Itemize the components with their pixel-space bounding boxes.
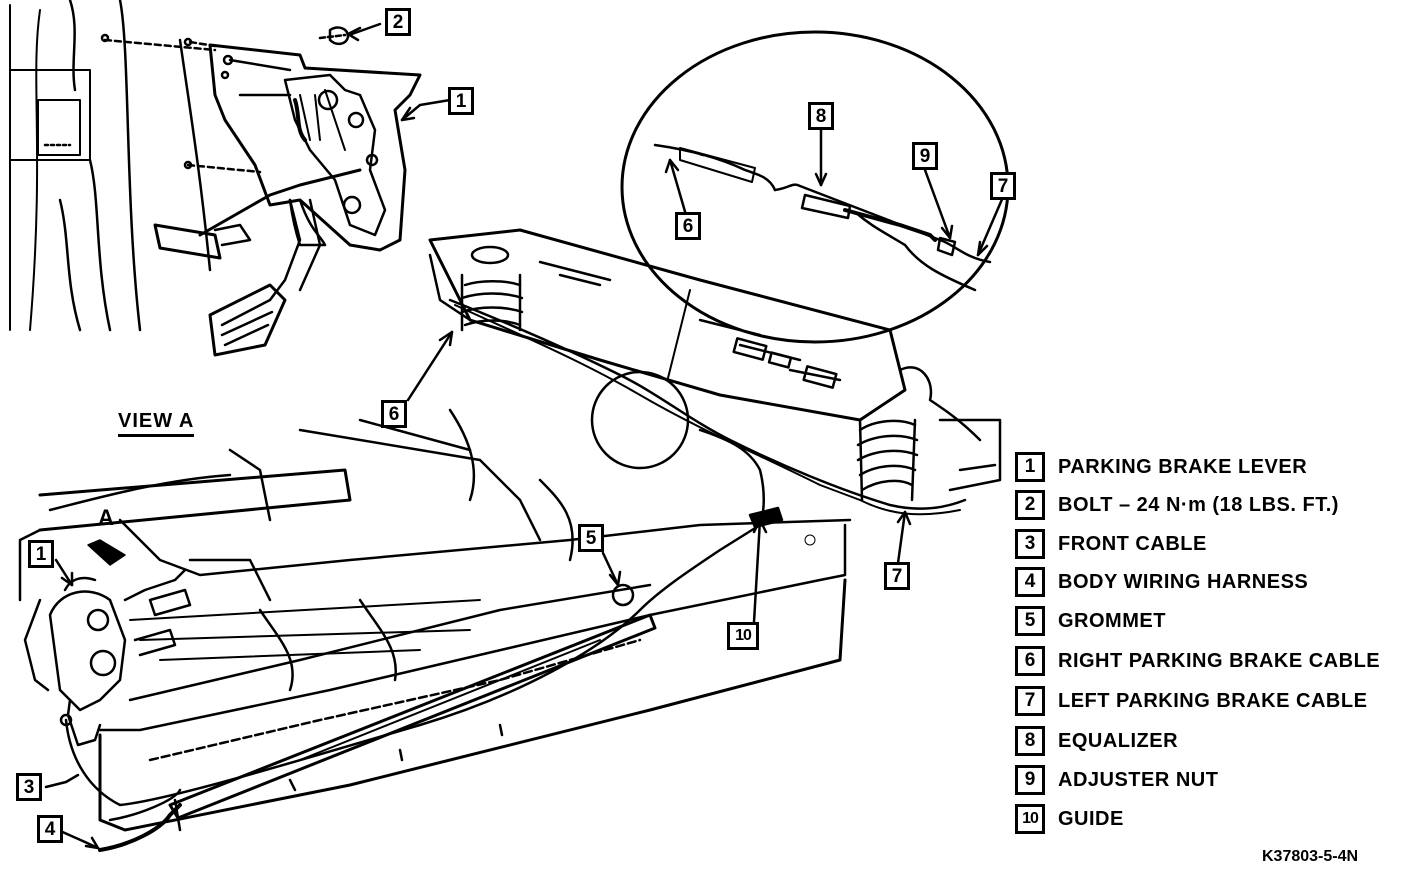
legend-row: 9 ADJUSTER NUT xyxy=(1015,763,1218,797)
callout-4-wiring-harness: 4 xyxy=(37,815,63,843)
legend-row: 1 PARKING BRAKE LEVER xyxy=(1015,450,1307,484)
legend-number: 5 xyxy=(1015,606,1045,636)
underbody-leaders xyxy=(44,330,912,850)
callout-6-right-cable: 6 xyxy=(381,400,407,428)
legend-text: FRONT CABLE xyxy=(1058,532,1207,555)
legend-row: 3 FRONT CABLE xyxy=(1015,527,1207,561)
legend-number: 2 xyxy=(1015,490,1045,520)
legend-number: 3 xyxy=(1015,529,1045,559)
callout-3-front-cable: 3 xyxy=(16,773,42,801)
legend-row: 4 BODY WIRING HARNESS xyxy=(1015,565,1308,599)
vehicle-underbody xyxy=(18,228,1002,832)
legend-number: 10 xyxy=(1015,804,1045,834)
callout-8-equalizer: 8 xyxy=(808,102,834,130)
legend-number: 8 xyxy=(1015,726,1045,756)
legend-row: 6 RIGHT PARKING BRAKE CABLE xyxy=(1015,644,1380,678)
callout-9-adjuster-nut: 9 xyxy=(912,142,938,170)
equalizer-detail-circle xyxy=(620,30,1010,379)
legend-row: 5 GROMMET xyxy=(1015,604,1166,638)
legend-number: 9 xyxy=(1015,765,1045,795)
legend-text: EQUALIZER xyxy=(1058,729,1179,752)
legend-row: 8 EQUALIZER xyxy=(1015,724,1178,758)
callout-1-lever: 1 xyxy=(448,87,474,115)
legend-number: 1 xyxy=(1015,452,1045,482)
callout-1-view-a: 1 xyxy=(28,540,54,568)
legend-number: 6 xyxy=(1015,646,1045,676)
callout-6-detail: 6 xyxy=(675,212,701,240)
figure-code: K37803-5-4N xyxy=(1262,848,1359,865)
view-a-label: VIEW A xyxy=(118,410,195,437)
view-a-pedal-assembly xyxy=(9,0,422,357)
callout-7-left-cable: 7 xyxy=(884,562,910,590)
callout-10-guide: 10 xyxy=(727,622,759,650)
legend-row: 7 LEFT PARKING BRAKE CABLE xyxy=(1015,684,1367,718)
legend-text: GUIDE xyxy=(1058,807,1124,830)
legend-text: BODY WIRING HARNESS xyxy=(1058,570,1309,593)
callout-5-grommet: 5 xyxy=(578,524,604,552)
view-a-arrow-letter: A xyxy=(98,505,114,530)
legend-number: 7 xyxy=(1015,686,1045,716)
callout-2-bolt: 2 xyxy=(385,8,411,36)
legend-text: GROMMET xyxy=(1058,609,1166,632)
legend-text: BOLT – 24 N·m (18 LBS. FT.) xyxy=(1058,493,1339,516)
legend-text: LEFT PARKING BRAKE CABLE xyxy=(1058,689,1368,712)
callout-7-detail: 7 xyxy=(990,172,1016,200)
brake-cables xyxy=(64,298,967,852)
legend-number: 4 xyxy=(1015,567,1045,597)
legend-text: PARKING BRAKE LEVER xyxy=(1058,455,1308,478)
legend-row: 2 BOLT – 24 N·m (18 LBS. FT.) xyxy=(1015,488,1339,522)
legend-text: ADJUSTER NUT xyxy=(1058,768,1219,791)
legend-row: 10 GUIDE xyxy=(1015,802,1124,836)
view-a-leaders xyxy=(346,22,452,122)
legend-text: RIGHT PARKING BRAKE CABLE xyxy=(1058,649,1381,672)
